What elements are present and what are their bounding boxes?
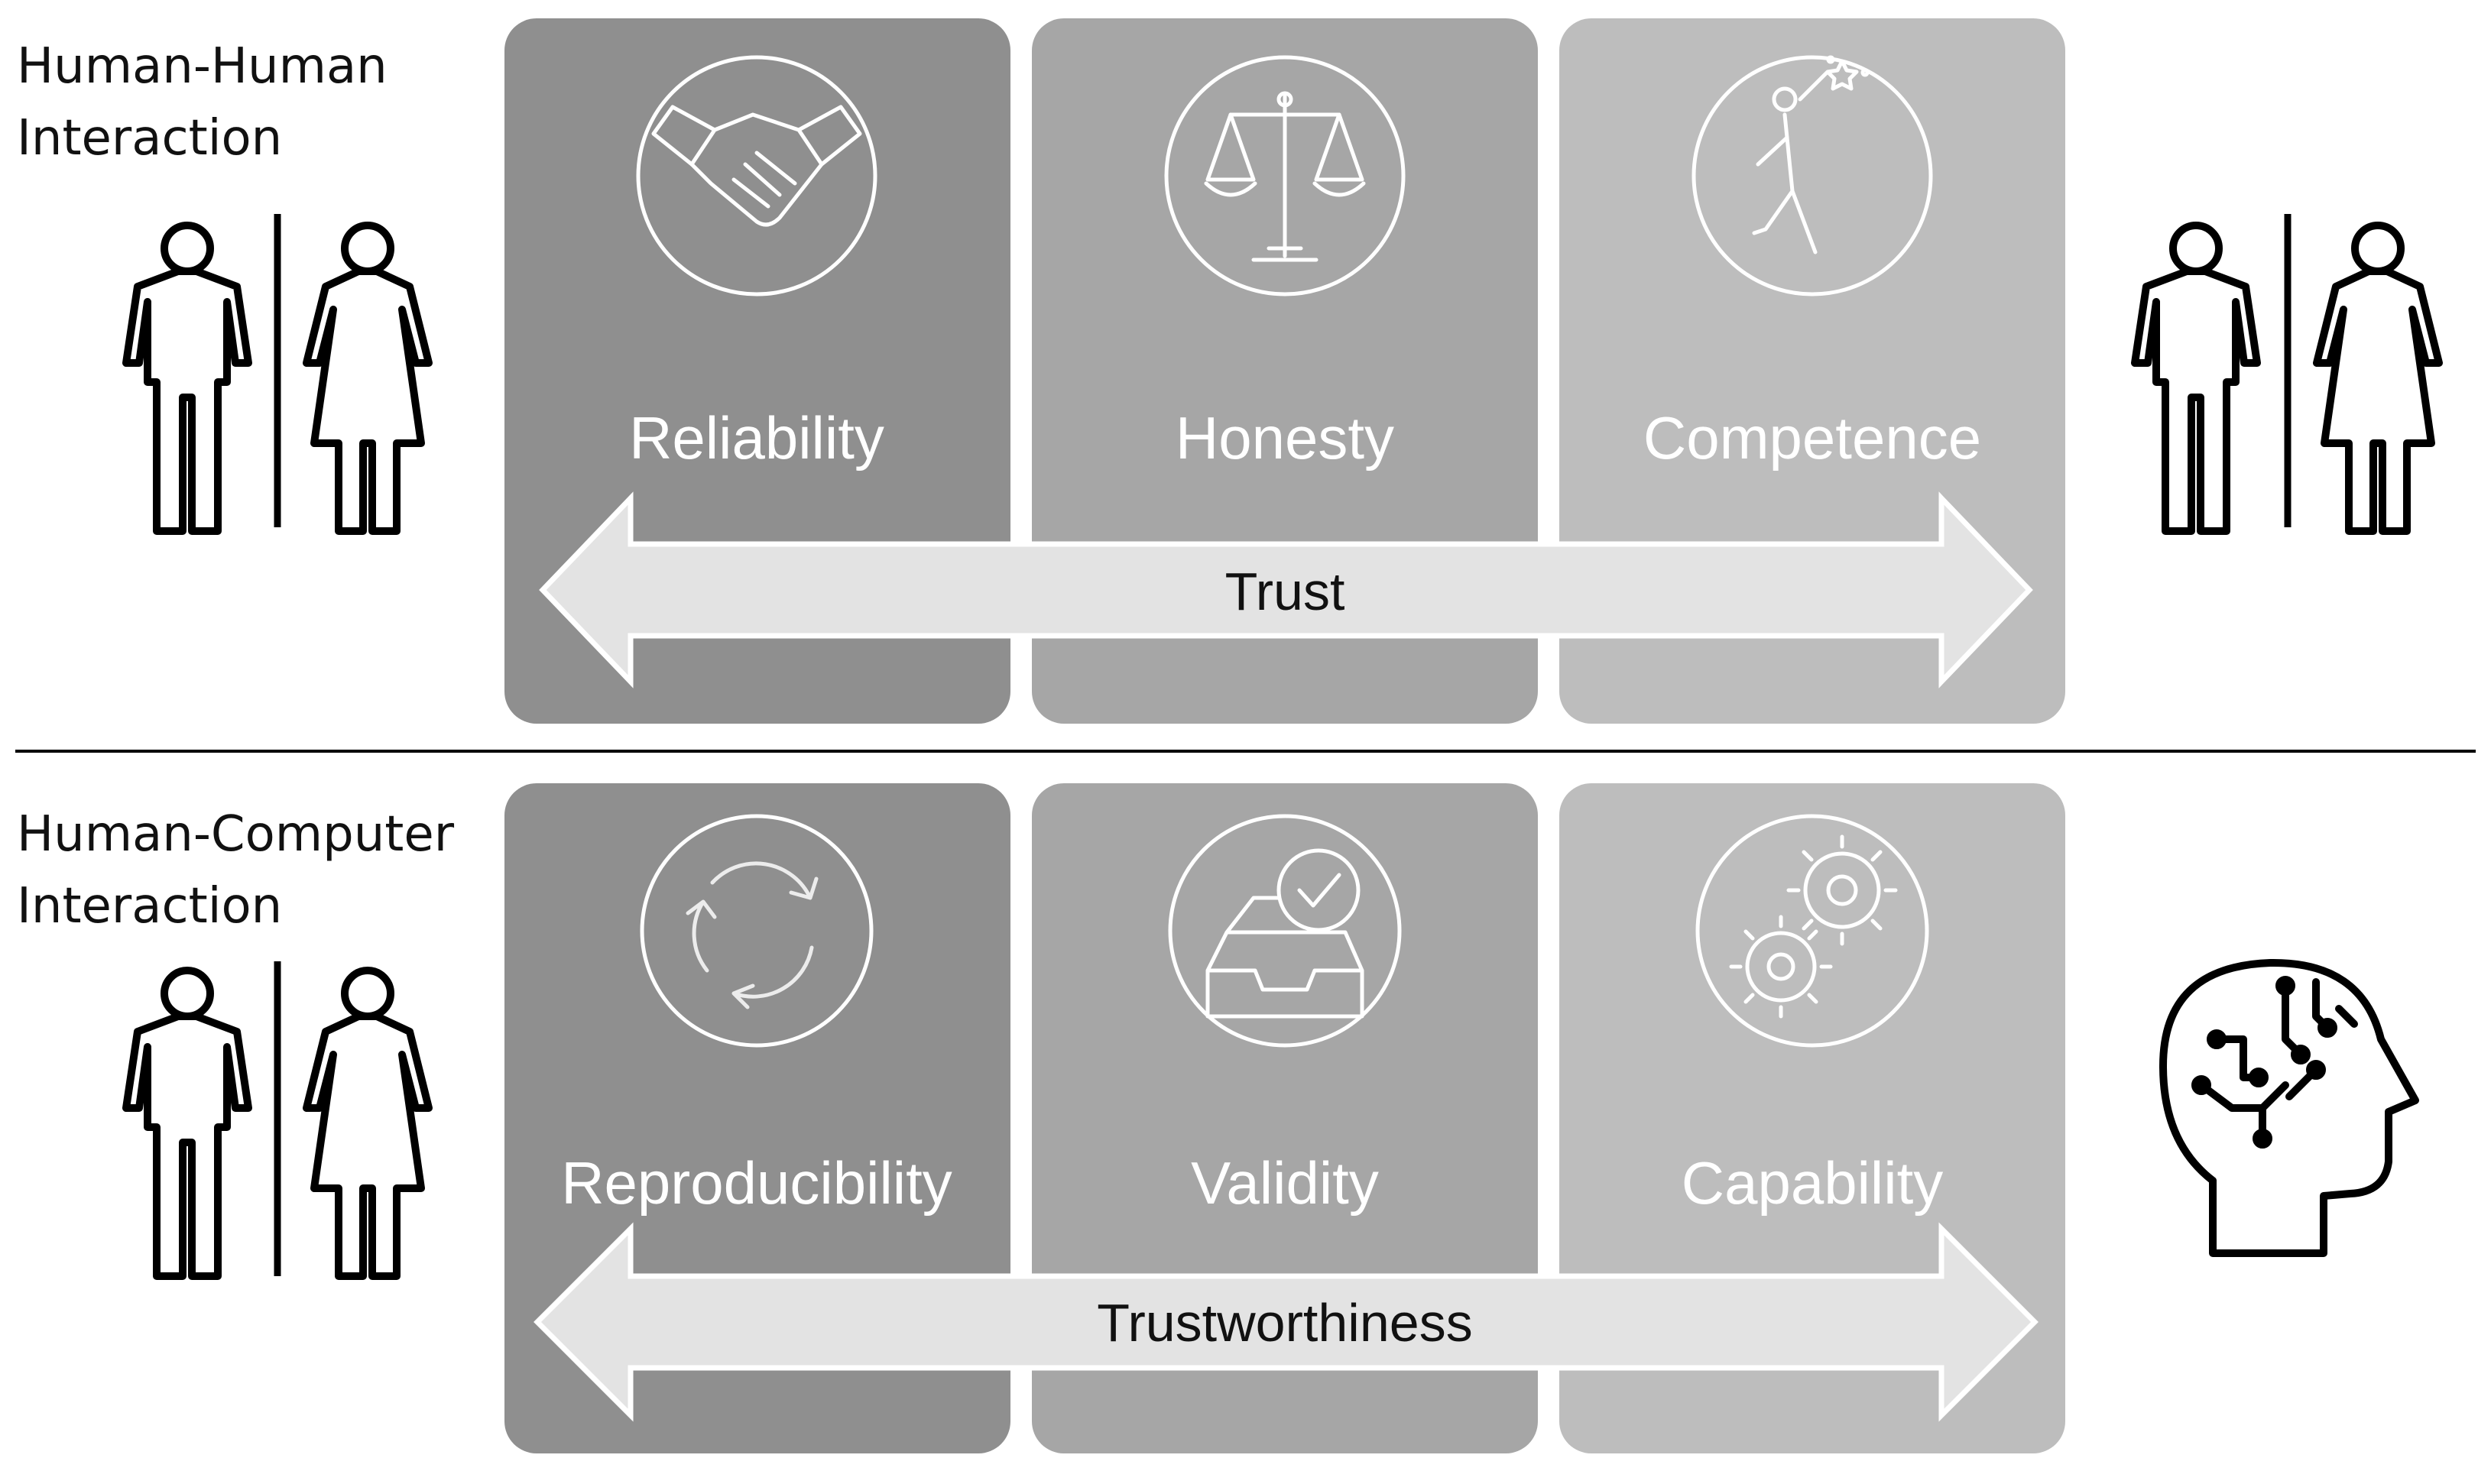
top-side-label-line1: Human-Human: [17, 38, 388, 95]
gears-icon: [1695, 814, 1929, 1048]
card-label-honesty: Honesty: [1176, 404, 1394, 471]
woman-icon: [2317, 225, 2439, 531]
trustworthiness-double-arrow: [534, 1222, 2039, 1422]
woman-icon: [307, 225, 429, 531]
card-label-reliability: Reliability: [629, 404, 884, 471]
man-icon: [126, 970, 248, 1276]
bottom-side-label-line1: Human-Computer: [17, 806, 455, 863]
inbox-check-icon: [1168, 814, 1402, 1048]
card-label-competence: Competence: [1643, 404, 1981, 471]
human-pair-bottom-left: [126, 961, 429, 1276]
woman-icon: [307, 970, 429, 1276]
card-label-reproducibility: Reproducibility: [561, 1149, 952, 1217]
handshake-icon: [636, 55, 877, 296]
man-icon: [2135, 225, 2257, 531]
top-side-label: Human-Human Interaction: [17, 31, 388, 174]
reaching-star-icon: [1691, 55, 1933, 296]
scales-icon: [1164, 55, 1406, 296]
bottom-side-label: Human-Computer Interaction: [17, 799, 454, 942]
human-pair-top-left: [126, 214, 429, 531]
ai-head-icon: [2159, 958, 2419, 1257]
cycle-arrows-icon: [640, 814, 874, 1048]
trustworthiness-arrow-label: Trustworthiness: [1097, 1293, 1472, 1353]
card-label-validity: Validity: [1191, 1149, 1379, 1217]
trust-arrow-label: Trust: [1225, 562, 1345, 621]
bottom-side-label-line2: Interaction: [17, 878, 283, 935]
man-icon: [126, 225, 248, 531]
card-label-capability: Capability: [1682, 1149, 1944, 1217]
top-side-label-line2: Interaction: [17, 110, 283, 167]
human-pair-top-right: [2135, 214, 2439, 531]
trust-double-arrow: [539, 491, 2033, 689]
